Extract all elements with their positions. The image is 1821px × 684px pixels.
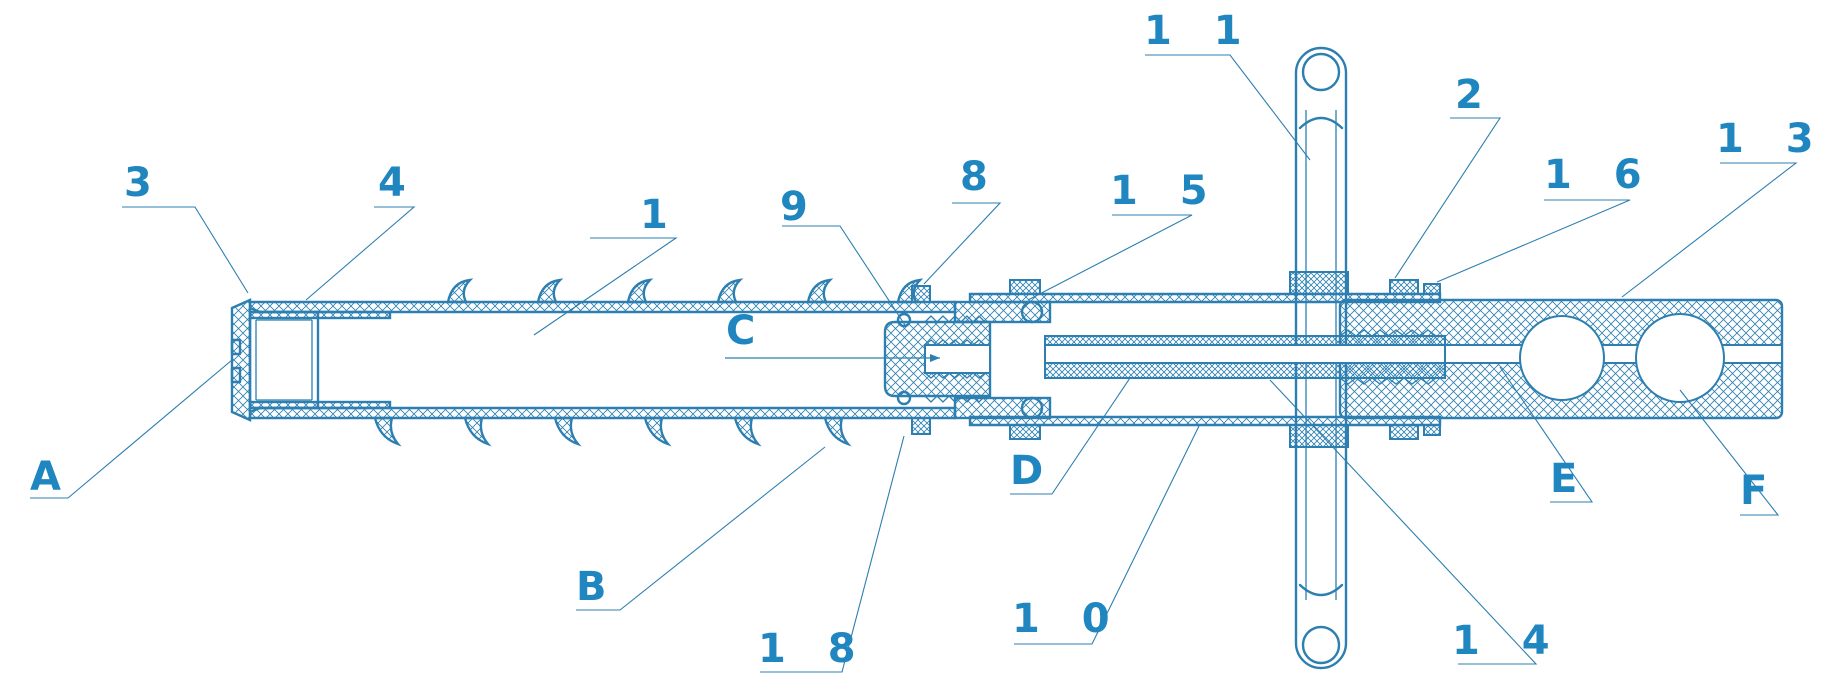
small-rings xyxy=(911,285,931,435)
label-d: D xyxy=(1010,448,1057,494)
axis-c-arrow xyxy=(930,354,940,362)
inner-rod xyxy=(1044,329,1446,385)
label-1: 1 xyxy=(640,192,682,238)
label-3: 3 xyxy=(124,160,166,206)
label-4: 4 xyxy=(378,160,420,206)
collar-rings xyxy=(1009,271,1441,448)
label-f: F xyxy=(1740,468,1781,514)
tip-cap xyxy=(230,298,320,422)
auger-flights-bottom xyxy=(373,416,852,447)
auger-flights-top xyxy=(446,278,924,304)
label-13: 1 3 xyxy=(1716,116,1821,162)
label-11: 1 1 xyxy=(1144,8,1256,54)
label-e: E xyxy=(1550,456,1591,502)
label-b: B xyxy=(576,564,621,610)
head-block xyxy=(1338,298,1784,420)
label-10: 1 0 xyxy=(1012,596,1124,642)
label-8: 8 xyxy=(960,154,1002,200)
label-9: 9 xyxy=(780,184,822,230)
labels: 1 2 3 4 8 9 1 0 1 1 1 3 1 4 1 5 1 6 1 8 … xyxy=(30,8,1821,672)
label-14: 1 4 xyxy=(1452,618,1564,664)
label-a: A xyxy=(30,454,75,500)
label-c: C xyxy=(726,308,769,354)
leader-lines xyxy=(30,54,1798,673)
label-16: 1 6 xyxy=(1544,152,1656,198)
label-15: 1 5 xyxy=(1110,168,1222,214)
label-18: 1 8 xyxy=(758,626,870,672)
label-2: 2 xyxy=(1455,72,1497,118)
barrel xyxy=(248,300,957,420)
